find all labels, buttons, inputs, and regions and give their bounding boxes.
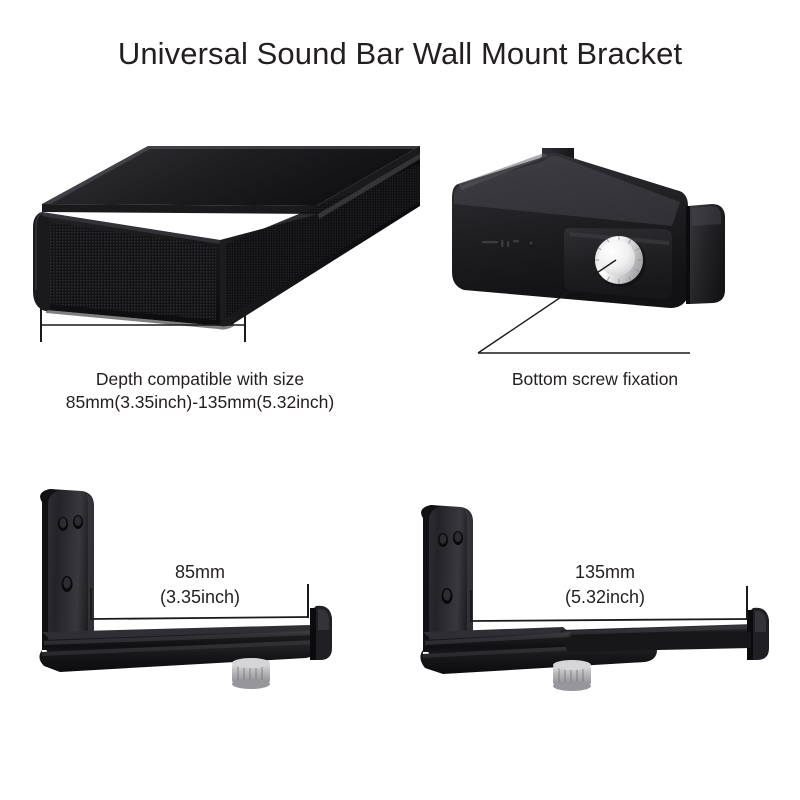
- leader-line: [477, 259, 690, 354]
- dimension-label-retracted: 85mm (3.35inch): [110, 560, 290, 610]
- caption-depth-line1: Depth compatible with size: [95, 369, 305, 389]
- dimension-label-extended: 135mm (5.32inch): [505, 560, 705, 610]
- bottom-thumbscrew: [232, 658, 270, 689]
- page-title: Universal Sound Bar Wall Mount Bracket: [117, 36, 683, 71]
- caption-depth-line2: 85mm(3.35inch)-135mm(5.32inch): [65, 392, 335, 412]
- caption-depth-compatible: Depth compatible with size 85mm(3.35inch…: [20, 368, 380, 414]
- depth-dimension-line: [40, 308, 246, 342]
- thumbscrew: [595, 236, 646, 287]
- dimension-line-85mm: [90, 584, 309, 620]
- sound-bar-figure: [20, 130, 420, 345]
- dimension-line-135mm: [470, 586, 748, 622]
- mounting-holes: [58, 515, 83, 592]
- dimension-135-metric: 135mm: [574, 562, 636, 582]
- embossed-marking: [482, 240, 534, 247]
- dimension-135-imperial: (5.32inch): [564, 587, 646, 607]
- dimension-85-metric: 85mm: [174, 562, 225, 582]
- dimension-85-imperial: (3.35inch): [159, 587, 241, 607]
- bracket-extended-figure: [395, 480, 785, 720]
- bottom-thumbscrew: [553, 660, 591, 691]
- wall-mount-clamp-figure: [440, 140, 770, 370]
- caption-bottom-screw: Bottom screw fixation: [430, 368, 760, 391]
- caption-screw-line1: Bottom screw fixation: [511, 369, 679, 389]
- mounting-holes: [438, 531, 463, 604]
- bracket-retracted-figure: [20, 480, 360, 720]
